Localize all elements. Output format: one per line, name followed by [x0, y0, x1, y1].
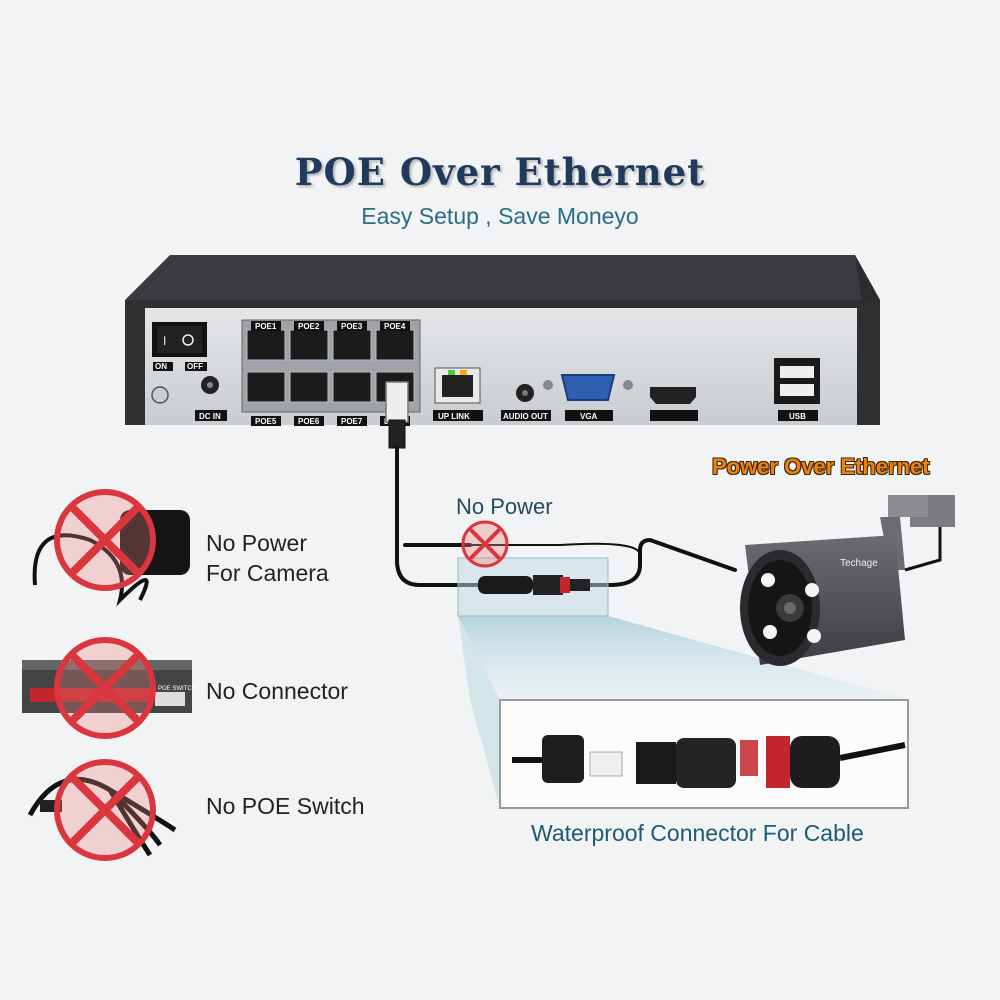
page-title: POE Over Ethernet: [294, 150, 706, 194]
poe-port-label: POE3: [341, 322, 363, 331]
svg-text:VGA: VGA: [580, 412, 598, 421]
poe-port-label: POE2: [298, 322, 320, 331]
waterproof-connector-detail: [512, 735, 906, 788]
camera-brand: Techage: [840, 558, 878, 569]
splitter-cable-icon: [27, 759, 177, 861]
on-label: ON: [155, 362, 167, 371]
poe-port-label: POE4: [384, 322, 406, 331]
power-adapter-icon: [32, 489, 190, 607]
item-line-1: No POE Switch: [206, 793, 365, 819]
page-subtitle: Easy Setup , Save Moneyo: [361, 203, 639, 229]
poe-feature-label: Power Over Ethernet: [712, 454, 930, 479]
no-power-cross-icon: [461, 520, 509, 568]
waterproof-caption: Waterproof Connector For Cable: [531, 820, 864, 846]
usb-port: [774, 358, 820, 404]
item-line-2: For Camera: [206, 560, 329, 586]
ethernet-cable: [385, 381, 737, 587]
svg-text:UP LINK: UP LINK: [438, 412, 470, 421]
connector-small: [478, 575, 590, 595]
poe-port-label: POE6: [298, 417, 320, 426]
not-needed-item-1: No Power For Camera: [206, 528, 329, 588]
item-line-1: No Power: [206, 530, 307, 556]
poe-port-poe1: [246, 329, 286, 361]
ground-screw-icon: [151, 386, 169, 404]
svg-text:DC IN: DC IN: [199, 412, 221, 421]
poe-port-poe5: [246, 371, 286, 403]
poe-port-label: POE7: [341, 417, 363, 426]
off-label: OFF: [187, 362, 203, 371]
not-needed-item-3: No POE Switch: [206, 791, 365, 821]
ethernet-switch-icon: [22, 637, 192, 739]
hdmi-port: [650, 387, 696, 404]
poe-port-poe2: [289, 329, 329, 361]
poe-port-poe7: [332, 371, 372, 403]
svg-text:AUDIO OUT: AUDIO OUT: [503, 412, 548, 421]
bullet-camera: Techage: [740, 495, 955, 666]
poe-port-poe3: [332, 329, 372, 361]
poe-port-label: POE1: [255, 322, 277, 331]
item-line-1: No Connector: [206, 678, 348, 704]
poe-port-label: POE5: [255, 417, 277, 426]
poe-switch-badge: POE SWITCH: [158, 686, 196, 692]
not-needed-item-2: No Connector: [206, 676, 348, 706]
vga-port: [560, 374, 616, 401]
svg-text:USB: USB: [789, 412, 806, 421]
svg-text:I: I: [163, 334, 166, 348]
poe-port-poe4: [375, 329, 415, 361]
no-power-label: No Power: [456, 494, 553, 519]
poe-port-poe6: [289, 371, 329, 403]
